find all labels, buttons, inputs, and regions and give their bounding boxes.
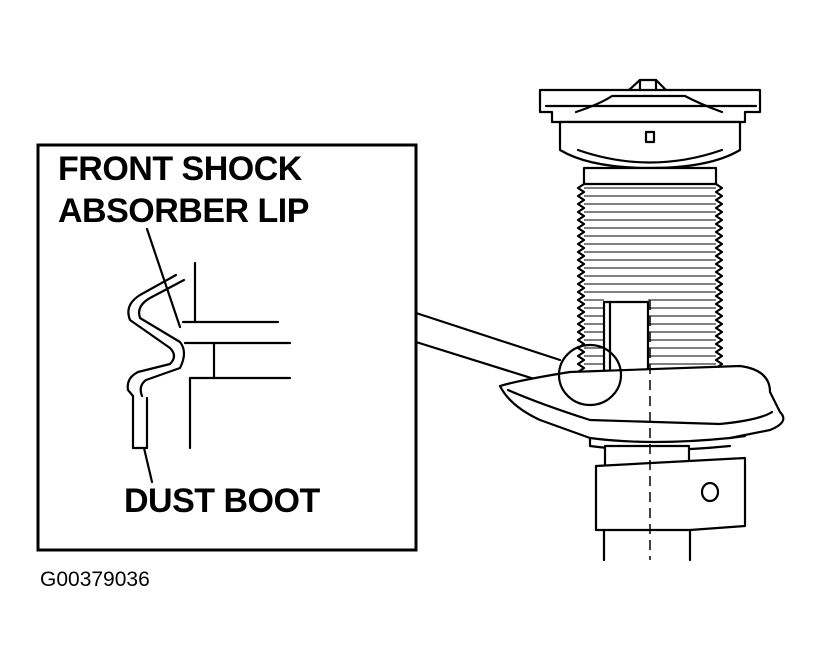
detail-inset-frame [36, 143, 418, 552]
bellows-ribs [584, 187, 716, 373]
bellows-right [714, 182, 724, 382]
bellows-left [576, 182, 586, 382]
bearing-housing [558, 120, 742, 170]
bracket-bolt-hole [700, 481, 720, 503]
front-shock-absorber-lip-label: FRONT SHOCK [58, 150, 302, 188]
magnify-circle [557, 343, 623, 407]
strut-bracket [594, 456, 747, 532]
magnify-leader-lines [414, 311, 562, 389]
figure-code: G00379036 [40, 568, 150, 591]
strut-assembly [498, 78, 785, 562]
front-shock-absorber-lip-label-line2: ABSORBER LIP [58, 192, 309, 230]
dust-boot-label: DUST BOOT [124, 482, 320, 520]
detail-lip-drawing [126, 227, 292, 484]
